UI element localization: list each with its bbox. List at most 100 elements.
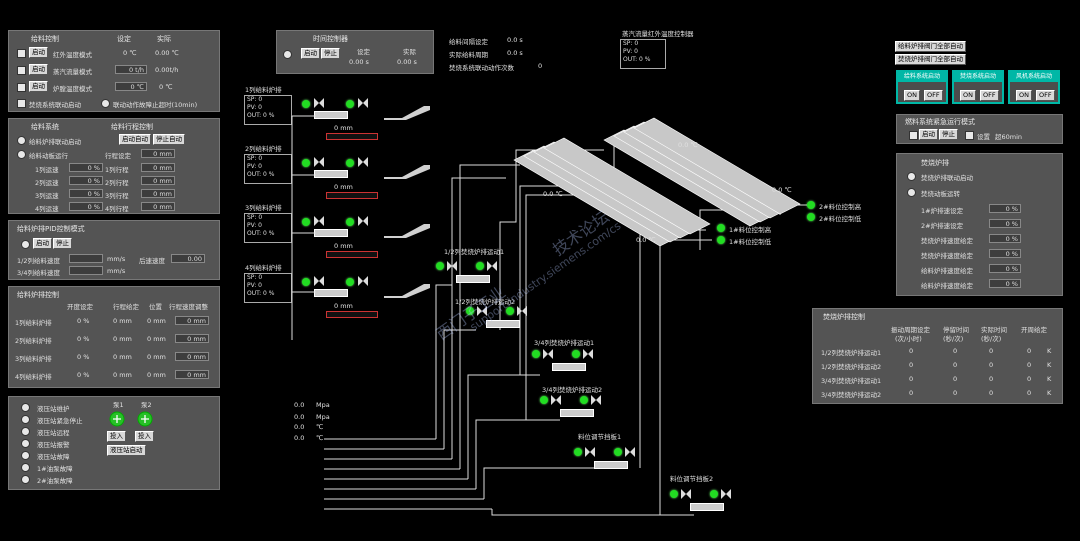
timer-radio[interactable] (283, 50, 292, 59)
grate-valve-2-icon[interactable] (358, 157, 368, 167)
feed-run-radio[interactable] (17, 150, 26, 159)
pid-speed34-field[interactable] (69, 266, 103, 275)
actuator-valve-2-icon[interactable] (721, 489, 731, 499)
emergency-start-button[interactable]: 启动 (919, 129, 938, 140)
grate-valve-1-icon[interactable] (314, 276, 324, 286)
grate-pid-box[interactable]: SP: 0 PV: 0 OUT: 0 % (244, 95, 292, 125)
actuator-valve-1-icon[interactable] (543, 349, 553, 359)
speed-field-1[interactable]: 0 % (69, 163, 103, 172)
hydraulic-start-button[interactable]: 液压站启动 (107, 445, 146, 456)
burn-row-field-5[interactable]: 0 % (989, 264, 1021, 273)
travel-set-field[interactable]: 0 mm (141, 149, 175, 158)
grate-slope (384, 224, 430, 238)
actuator-valve-1-icon[interactable] (585, 447, 595, 457)
feed-system-on-button[interactable]: ON (904, 90, 920, 101)
grate-led-1 (302, 278, 310, 286)
burn-system-off-button[interactable]: OFF (980, 90, 999, 101)
emergency-checkbox[interactable] (909, 131, 918, 140)
actuator-valve-2-icon[interactable] (591, 395, 601, 405)
grate-valve-2-icon[interactable] (358, 98, 368, 108)
burn-run-radio[interactable] (907, 188, 916, 197)
actuator-valve-2-icon[interactable] (583, 349, 593, 359)
pid-back-field[interactable]: 0.00 (171, 254, 205, 263)
burn-ctrl-row-a: 0 (909, 389, 914, 397)
grate-valve-1-icon[interactable] (314, 98, 324, 108)
grate-valve-1-icon[interactable] (314, 157, 324, 167)
fan-system-off-button[interactable]: OFF (1036, 90, 1055, 101)
mode-set-2[interactable]: 0 t/h (115, 65, 147, 74)
grate-row-pos-1: 0 mm (147, 317, 166, 325)
auto-start-button[interactable]: 启动自动 (119, 134, 151, 145)
pump1-label: 泵1 (113, 401, 124, 409)
grate-valve-2-icon[interactable] (358, 276, 368, 286)
burn-valves-auto-button[interactable]: 焚烧炉排阀门全部自动 (895, 54, 966, 65)
speed-field-4[interactable]: 0 % (69, 202, 103, 211)
actuator-valve-1-icon[interactable] (681, 489, 691, 499)
burn-row-label-6: 给料炉排速度给定 (921, 282, 973, 290)
actuator-valve-1-icon[interactable] (551, 395, 561, 405)
timer-start-button[interactable]: 启动 (301, 48, 320, 59)
pid-control-panel: 给料炉排PID控制模式 启动 停止 1/2列给料速度 mm/s 后速速度 0.0… (8, 220, 220, 280)
speed-field-3[interactable]: 0 % (69, 189, 103, 198)
burn-grate-control-panel: 焚烧炉排控制 振动周期设定 (次/小时) 停留时间 (秒/次) 实际时间 (秒/… (812, 308, 1063, 404)
burn-system-on-button[interactable]: ON (960, 90, 976, 101)
mode-set-3[interactable]: 0 ℃ (115, 82, 147, 91)
emergency-set-checkbox[interactable] (965, 131, 974, 140)
grate-cylinder (314, 170, 348, 178)
grate-valve-2-icon[interactable] (358, 216, 368, 226)
feed-valves-auto-button[interactable]: 给料炉排阀门全部自动 (895, 41, 966, 52)
burn-system-switch-title: 焚烧系统启动 (954, 72, 1002, 82)
pid-start-button[interactable]: 启动 (33, 238, 52, 249)
emergency-stop-button[interactable]: 停止 (939, 129, 958, 140)
pid-radio[interactable] (21, 240, 30, 249)
start-button-1[interactable]: 启动 (29, 47, 48, 58)
burn-linkage-radio[interactable] (907, 172, 916, 181)
mode-checkbox-1[interactable] (17, 49, 26, 58)
grate-row-adj-1[interactable]: 0 mm (175, 316, 209, 325)
travel-field-3[interactable]: 0 mm (141, 189, 175, 198)
fan-system-on-button[interactable]: ON (1016, 90, 1032, 101)
pid-speed12-field[interactable] (69, 254, 103, 263)
hyd-radio-2 (21, 415, 30, 424)
actuator-valve-2-icon[interactable] (625, 447, 635, 457)
actuator-valve-2-icon[interactable] (517, 306, 527, 316)
burn-row-field-6[interactable]: 0 % (989, 279, 1021, 288)
travel-field-2[interactable]: 0 mm (141, 176, 175, 185)
grate-out: OUT: 0 % (247, 171, 275, 178)
grate-pid-box[interactable]: SP: 0 PV: 0 OUT: 0 % (244, 154, 292, 184)
start-button-2[interactable]: 启动 (29, 64, 48, 75)
speed-field-2[interactable]: 0 % (69, 176, 103, 185)
grate-row-adj-4[interactable]: 0 mm (175, 370, 209, 379)
mode-act-3: 0 ℃ (159, 83, 173, 91)
travel-field-1[interactable]: 0 mm (141, 163, 175, 172)
steam-sp-box[interactable]: SP: 0 PV: 0 OUT: 0 % (620, 39, 666, 69)
grate-row-adj-2[interactable]: 0 mm (175, 334, 209, 343)
burn-row-field-3[interactable]: 0 % (989, 234, 1021, 243)
burn-row-field-4[interactable]: 0 % (989, 249, 1021, 258)
pump2-in-button[interactable]: 投入 (135, 431, 154, 442)
grate-valve-1-icon[interactable] (314, 216, 324, 226)
burn-row-field-1[interactable]: 0 % (989, 204, 1021, 213)
grate-pid-box[interactable]: SP: 0 PV: 0 OUT: 0 % (244, 273, 292, 303)
mode-checkbox-3[interactable] (17, 83, 26, 92)
hyd-item-6: 1#油泵故障 (37, 465, 73, 473)
timer-panel: 时间控制器 启动 停止 设定 实际 0.00 s 0.00 s (276, 30, 434, 74)
actuator-valve-1-icon[interactable] (477, 306, 487, 316)
pid-stop-button[interactable]: 停止 (53, 238, 72, 249)
grate-row-adj-3[interactable]: 0 mm (175, 352, 209, 361)
start-button-3[interactable]: 启动 (29, 81, 48, 92)
feed-system-off-button[interactable]: OFF (924, 90, 943, 101)
travel-field-4[interactable]: 0 mm (141, 202, 175, 211)
burn-ctrl-row-c: 0 (989, 375, 994, 383)
timeout-radio[interactable] (101, 99, 110, 108)
burn-row-field-2[interactable]: 0 % (989, 219, 1021, 228)
burn-ctrl-row-label: 1/2列焚烧炉排运动1 (821, 349, 882, 357)
actuator-valve-1-icon[interactable] (447, 261, 457, 271)
actuator-valve-2-icon[interactable] (487, 261, 497, 271)
linkage-checkbox[interactable] (17, 99, 26, 108)
feed-linkage-radio[interactable] (17, 136, 26, 145)
pump1-in-button[interactable]: 投入 (107, 431, 126, 442)
timer-stop-button[interactable]: 停止 (321, 48, 340, 59)
auto-stop-button[interactable]: 停止自动 (153, 134, 185, 145)
mode-checkbox-2[interactable] (17, 66, 26, 75)
